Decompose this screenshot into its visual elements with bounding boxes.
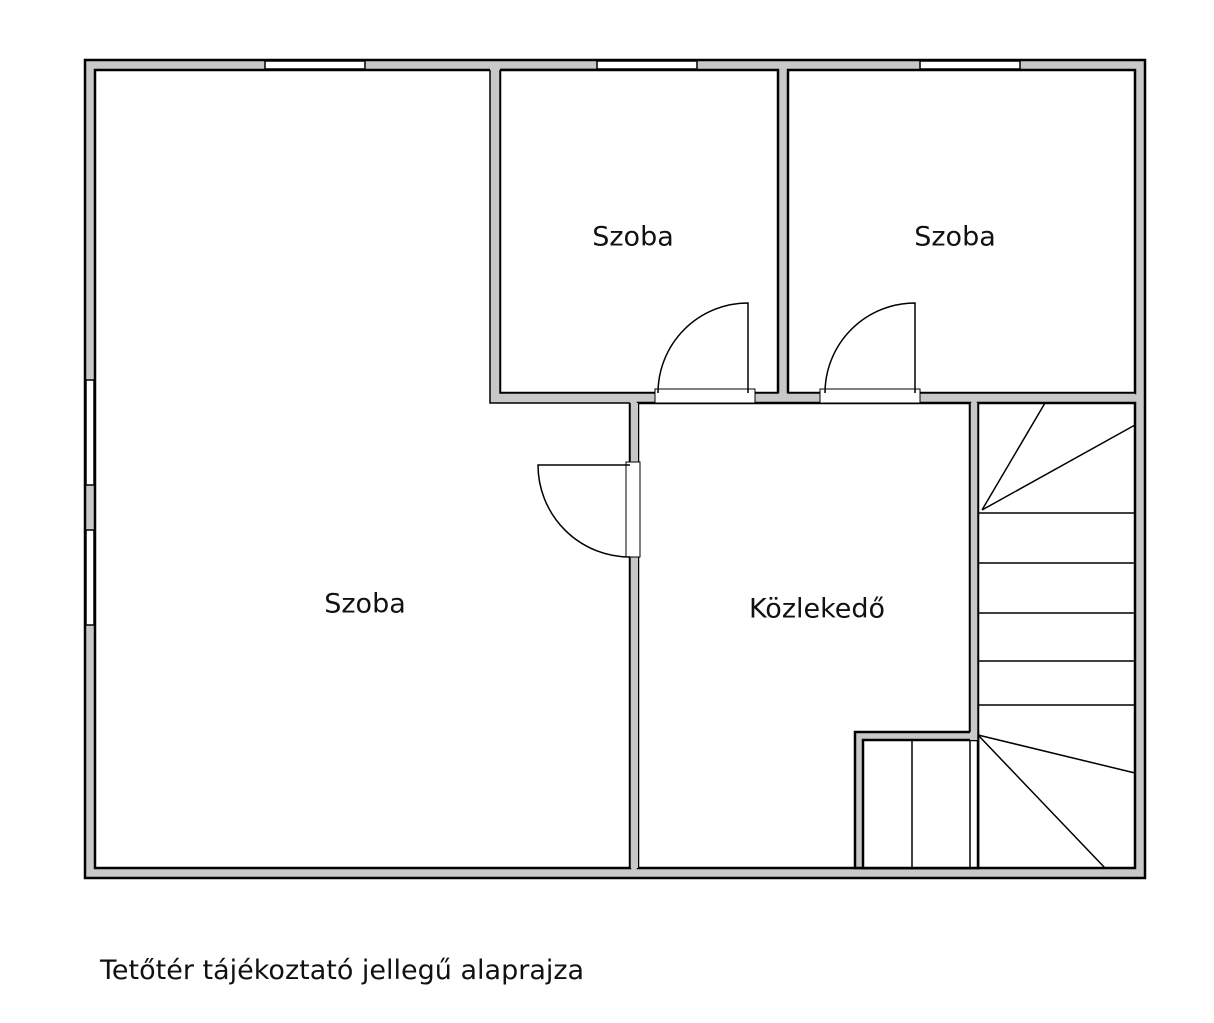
room-top-right [786, 68, 1137, 395]
door-room-top-middle [654, 302, 756, 404]
room-label-top-right: Szoba [914, 221, 996, 253]
room-top-middle [498, 68, 780, 395]
door-room-top-right [819, 302, 921, 404]
caption: Tetőtér tájékoztató jellegű alaprajza [100, 955, 585, 986]
room-label-large: Szoba [324, 588, 406, 620]
windows [85, 60, 1021, 626]
room-label-top-middle: Szoba [592, 221, 674, 253]
door-room-large [537, 461, 641, 558]
room-label-corridor: Közlekedő [748, 593, 886, 625]
staircase [911, 402, 1136, 869]
stairwell [976, 401, 1137, 870]
